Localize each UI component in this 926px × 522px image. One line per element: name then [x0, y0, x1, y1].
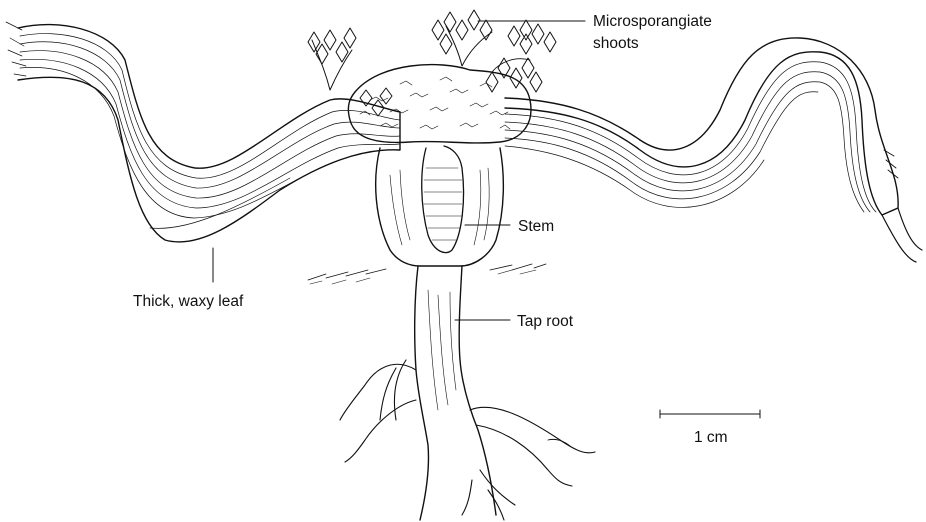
leader-lines — [213, 21, 585, 320]
label-microsporangiate-line2: shoots — [593, 35, 639, 52]
scale-bar — [660, 410, 760, 418]
label-microsporangiate-line1: Microsporangiate — [593, 13, 712, 30]
label-scale: 1 cm — [694, 429, 728, 446]
label-tap-root: Tap root — [517, 313, 574, 330]
ground-line — [308, 264, 546, 284]
microsporangiate-shoots — [308, 10, 556, 116]
right-leaf — [505, 38, 922, 262]
label-stem: Stem — [518, 218, 554, 235]
left-leaf — [6, 22, 400, 242]
label-thick-waxy-leaf: Thick, waxy leaf — [133, 293, 244, 310]
tap-root — [340, 266, 595, 520]
stem — [376, 146, 504, 266]
